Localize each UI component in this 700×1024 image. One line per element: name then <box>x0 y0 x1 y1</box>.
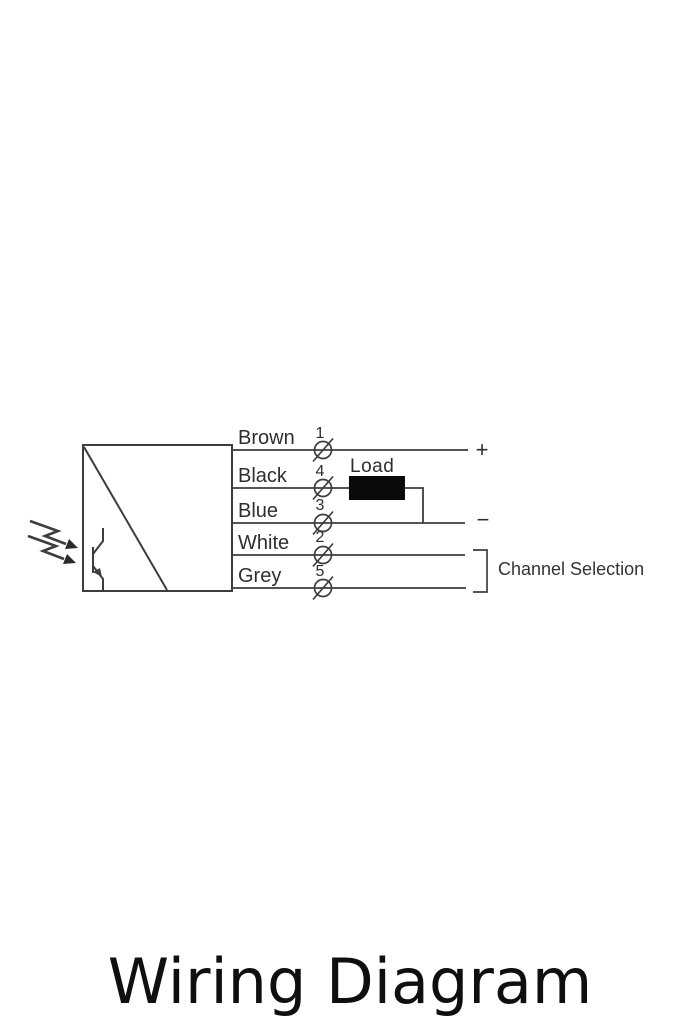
wire-label-blue: Blue <box>238 500 279 522</box>
page-title: Wiring Diagram <box>107 945 593 1018</box>
wire-label-grey: Grey <box>238 565 282 587</box>
terminal-number-3: 3 <box>315 497 325 514</box>
terminal-5-symbol <box>312 575 334 601</box>
terminal-number-2: 2 <box>315 529 325 546</box>
plus-sign: + <box>475 437 489 462</box>
light-rays-icon <box>27 519 78 564</box>
terminal-number-1: 1 <box>315 425 325 442</box>
channel-selection-bracket <box>473 549 488 593</box>
load-label: Load <box>350 456 395 477</box>
terminal-number-5: 5 <box>315 563 325 580</box>
load-to-minus-wire-line <box>405 487 424 523</box>
minus-sign: − <box>476 507 490 532</box>
phototransistor-emitter-arrow-icon <box>93 568 102 577</box>
terminal-number-4: 4 <box>315 463 325 480</box>
terminal-3-symbol <box>312 510 334 536</box>
sensor-box <box>82 444 233 592</box>
terminal-1-symbol <box>312 437 334 463</box>
wire-label-white: White <box>238 532 290 554</box>
channel-selection-label: Channel Selection <box>498 559 645 579</box>
terminal-2-symbol <box>312 542 334 568</box>
sensor-diagonal-line <box>83 446 168 591</box>
load-block <box>349 476 405 500</box>
wire-label-black: Black <box>238 465 287 487</box>
terminal-4-symbol <box>312 475 334 501</box>
phototransistor-icon <box>92 528 104 591</box>
wire-label-brown: Brown <box>238 427 295 449</box>
